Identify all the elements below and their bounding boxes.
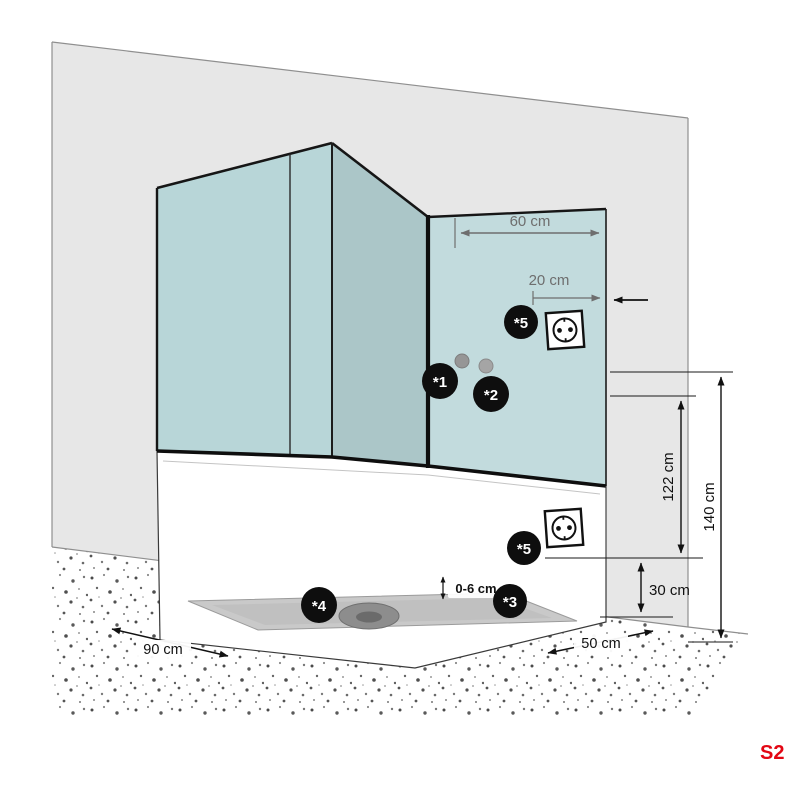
dim-50-label: 50 cm xyxy=(581,636,621,652)
callout-5-lower-label: *5 xyxy=(517,541,531,558)
glass-panel-left-front xyxy=(157,143,332,457)
dim-140-label: 140 cm xyxy=(701,482,718,531)
callout-3-label: *3 xyxy=(503,594,517,611)
callout-5-lower-badge: *5 xyxy=(507,531,541,565)
callout-2-circle xyxy=(473,376,509,412)
glass-top-edge-back xyxy=(427,207,607,219)
glass-bottom-frame-back xyxy=(427,464,607,488)
callout-5-upper-badge: *5 xyxy=(504,305,538,339)
callout-5-lower-circle xyxy=(507,531,541,565)
dimension-0-6cm: 0-6 cm xyxy=(440,576,504,600)
callout-2-label: *2 xyxy=(484,387,498,404)
outlet-pin-left xyxy=(556,525,561,531)
dimension-90cm: 90 cm xyxy=(111,627,229,659)
dim-122-label: 122 cm xyxy=(660,452,677,501)
power-outlet-icon-upper xyxy=(544,309,586,351)
dimension-30cm: 30 cm xyxy=(637,562,690,613)
drain-icon xyxy=(338,602,400,630)
callout-2-badge: *2 xyxy=(473,376,509,412)
glass-bottom-frame-left xyxy=(156,449,429,468)
dim-30-label: 30 cm xyxy=(649,582,690,599)
callout-4-circle xyxy=(301,587,337,623)
dim-90-halo xyxy=(136,640,191,659)
handle-knob-1 xyxy=(454,353,470,369)
outlet-pin-left xyxy=(557,327,562,333)
glass-back-highlight xyxy=(428,209,606,486)
dim-06-label: 0-6 cm xyxy=(455,581,496,596)
callout-5-upper-label: *5 xyxy=(514,315,528,332)
dimension-50cm: 50 cm xyxy=(547,629,654,655)
glass-panel-left-return xyxy=(332,143,428,466)
handle-knob-2 xyxy=(478,358,494,374)
callout-1-label: *1 xyxy=(433,374,447,391)
glass-top-edge-left xyxy=(156,141,333,190)
dim-06-halo xyxy=(448,580,504,598)
tray-rim-line xyxy=(162,460,601,495)
shower-tray-base xyxy=(156,450,607,669)
callout-4-label: *4 xyxy=(312,598,327,615)
product-code-label: S2 xyxy=(760,742,784,764)
dim-60-label: 60 cm xyxy=(510,213,551,230)
outlet-pin-right xyxy=(567,525,572,531)
callout-3-circle xyxy=(493,584,527,618)
dimension-140cm: 140 cm xyxy=(701,376,725,639)
callout-1-badge: *1 xyxy=(422,363,458,399)
glass-top-edge-return xyxy=(331,141,429,219)
callout-1-circle xyxy=(422,363,458,399)
dim-20-label: 20 cm xyxy=(529,272,570,289)
power-outlet-icon-lower xyxy=(543,507,585,549)
dim-90-label: 90 cm xyxy=(143,642,183,658)
dimension-60cm: 60 cm xyxy=(454,213,600,248)
dimension-20cm: 20 cm xyxy=(529,272,648,305)
glass-panel-back xyxy=(428,209,606,486)
tray-apron xyxy=(156,450,607,669)
dimension-122cm: 122 cm xyxy=(660,400,685,554)
dim-50-halo xyxy=(574,634,628,653)
callout-5-upper-circle xyxy=(504,305,538,339)
callout-4-badge: *4 xyxy=(301,587,337,623)
reference-lines xyxy=(545,371,733,643)
outlet-pin-right xyxy=(568,327,573,333)
glass-return-shade xyxy=(332,143,428,466)
glass-enclosure xyxy=(155,141,607,559)
callout-3-badge: *3 xyxy=(493,584,527,618)
